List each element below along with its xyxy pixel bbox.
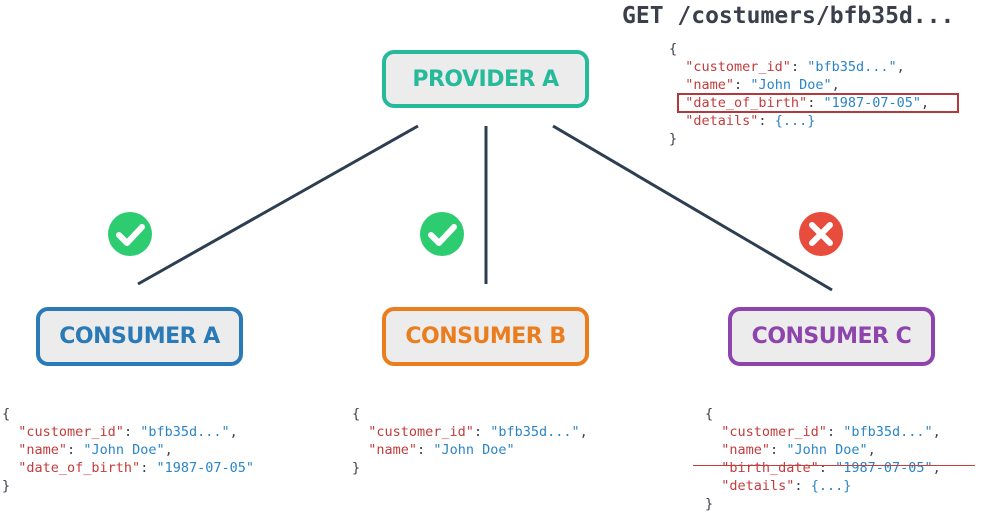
json-field-row: "birth_date": "1987-07-05", <box>705 459 941 477</box>
json-field-row: "date_of_birth": "1987-07-05", <box>669 94 929 112</box>
provider-a-box: PROVIDER A <box>382 50 589 108</box>
json-key: "name" <box>18 442 68 458</box>
json-field-row: "details": {...} <box>669 112 929 130</box>
json-field-row: "date_of_birth": "1987-07-05" <box>2 459 254 477</box>
json-field-row: "customer_id": "bfb35d...", <box>352 423 588 441</box>
json-open-brace: { <box>2 406 11 422</box>
json-key: "date_of_birth" <box>18 460 141 476</box>
json-value: "bfb35d..." <box>807 59 897 75</box>
json-value: {...} <box>810 478 852 494</box>
json-separator: : <box>818 460 836 476</box>
json-field-row: "name": "John Doe", <box>669 76 929 94</box>
json-comma: , <box>932 424 941 440</box>
json-comma: , <box>867 442 876 458</box>
json-separator: : <box>734 77 751 93</box>
json-close-brace: } <box>352 460 361 476</box>
consumer-c-box: CONSUMER C <box>728 307 935 366</box>
json-separator: : <box>67 442 84 458</box>
json-separator: : <box>790 59 808 75</box>
json-separator: : <box>807 95 824 111</box>
consumer-a-json: { "customer_id": "bfb35d...", "name": "J… <box>2 405 254 495</box>
json-key: "birth_date" <box>721 460 819 476</box>
check-icon-consumer-a <box>108 212 152 256</box>
json-key: "customer_id" <box>721 424 827 440</box>
json-open-brace: { <box>669 41 678 57</box>
json-value: "John Doe" <box>433 442 515 458</box>
json-comma: , <box>229 424 238 440</box>
consumer-c-label: CONSUMER C <box>751 324 912 349</box>
json-field-row: "name": "John Doe", <box>2 441 254 459</box>
status-circle-a <box>108 212 152 256</box>
json-close-brace: } <box>2 478 11 494</box>
json-comma: , <box>831 77 840 93</box>
cross-icon-consumer-c <box>799 212 843 256</box>
json-key: "date_of_birth" <box>685 95 808 111</box>
provider-a-label: PROVIDER A <box>412 66 559 92</box>
json-key: "details" <box>685 113 759 129</box>
consumer-b-label: CONSUMER B <box>405 324 566 349</box>
json-separator: : <box>473 424 491 440</box>
json-value: "John Doe" <box>786 442 868 458</box>
json-separator: : <box>770 442 787 458</box>
json-value: "bfb35d..." <box>140 424 230 440</box>
changed-field-highlight <box>677 93 959 113</box>
json-key: "customer_id" <box>18 424 124 440</box>
consumer-a-label: CONSUMER A <box>59 324 220 349</box>
json-key: "details" <box>721 478 795 494</box>
json-field-row: "details": {...} <box>705 477 941 495</box>
json-key: "customer_id" <box>368 424 474 440</box>
status-circle-b <box>420 212 464 256</box>
json-value: "John Doe" <box>750 77 832 93</box>
json-separator: : <box>758 113 775 129</box>
check-icon-consumer-b <box>420 212 464 256</box>
consumer-b-json: { "customer_id": "bfb35d...", "name": "J… <box>352 405 588 477</box>
json-value: "bfb35d..." <box>843 424 933 440</box>
json-comma: , <box>896 59 905 75</box>
json-value: "1987-07-05" <box>835 460 933 476</box>
strikethrough-birth-date <box>693 465 975 466</box>
json-field-row: "customer_id": "bfb35d...", <box>2 423 254 441</box>
json-separator: : <box>794 478 811 494</box>
json-key: "name" <box>368 442 418 458</box>
json-comma: , <box>579 424 588 440</box>
json-close-brace: } <box>705 496 714 512</box>
json-value: "1987-07-05" <box>823 95 921 111</box>
json-field-row: "name": "John Doe" <box>352 441 588 459</box>
json-open-brace: { <box>705 406 714 422</box>
json-separator: : <box>417 442 434 458</box>
json-value: "bfb35d..." <box>490 424 580 440</box>
json-key: "name" <box>685 77 735 93</box>
json-open-brace: { <box>352 406 361 422</box>
json-separator: : <box>140 460 157 476</box>
json-field-row: "name": "John Doe", <box>705 441 941 459</box>
endpoint-request: GET /costumers/bfb35d... <box>622 3 955 29</box>
json-value: "1987-07-05" <box>156 460 254 476</box>
json-comma: , <box>164 442 173 458</box>
json-comma: , <box>932 460 941 476</box>
json-field-row: "customer_id": "bfb35d...", <box>705 423 941 441</box>
edge-provider-consumer-c <box>552 124 833 292</box>
json-separator: : <box>123 424 141 440</box>
json-value: {...} <box>774 113 816 129</box>
consumer-b-box: CONSUMER B <box>382 307 589 366</box>
consumer-a-box: CONSUMER A <box>36 307 243 366</box>
consumer-c-json: { "customer_id": "bfb35d...", "name": "J… <box>705 405 941 513</box>
json-field-row: "customer_id": "bfb35d...", <box>669 58 929 76</box>
json-key: "name" <box>721 442 771 458</box>
json-close-brace: } <box>669 131 678 147</box>
edge-provider-consumer-a <box>137 124 419 286</box>
json-comma: , <box>921 95 930 111</box>
json-separator: : <box>826 424 844 440</box>
provider-response-json: { "customer_id": "bfb35d...", "name": "J… <box>669 40 929 148</box>
json-key: "customer_id" <box>685 59 791 75</box>
json-value: "John Doe" <box>83 442 165 458</box>
